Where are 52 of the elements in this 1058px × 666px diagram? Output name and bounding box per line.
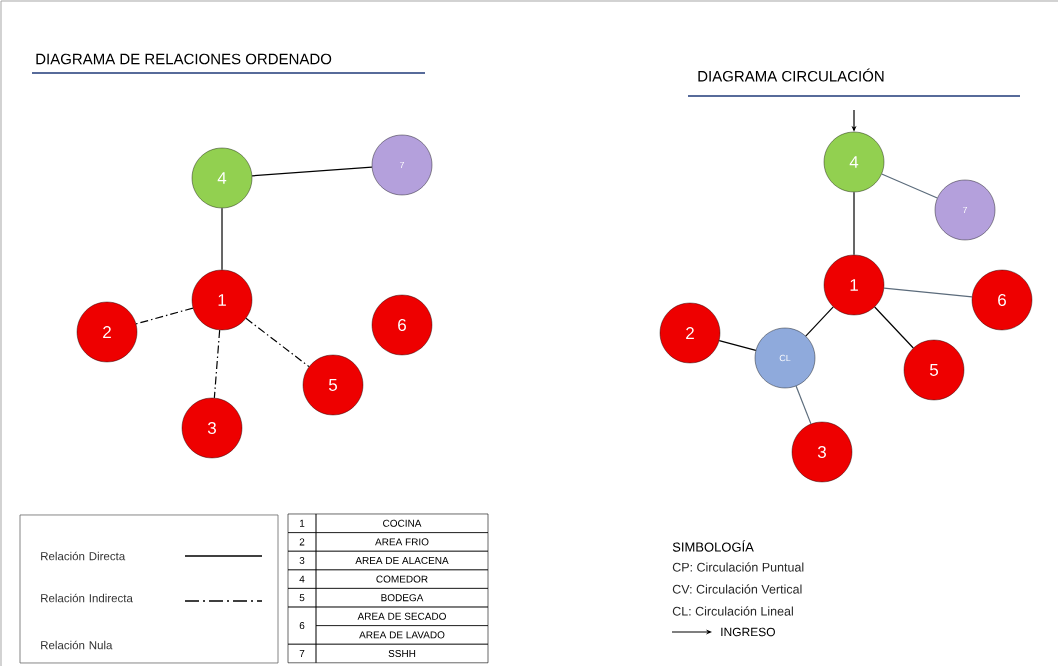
table-cell: BODEGA [315, 588, 489, 608]
table-cell: 1 [287, 513, 317, 533]
connector-line [135, 307, 194, 325]
connector-line [221, 207, 223, 271]
table-cell: 2 [287, 532, 317, 552]
circle-node: 3 [181, 397, 243, 459]
circle-node: 5 [903, 339, 965, 401]
connector-line [251, 166, 373, 177]
table-cell: COMEDOR [315, 569, 489, 589]
table-cell: AREA FRIO [315, 532, 489, 552]
circle-node: 5 [302, 354, 364, 416]
connector-line [718, 340, 757, 351]
table-cell: 4 [287, 569, 317, 589]
table-cell: COCINA [315, 513, 489, 533]
legend-entry: Relación Directa [41, 551, 263, 561]
legend-entry: INGRESO [671, 627, 775, 637]
connector-line [245, 317, 310, 368]
legend-entry: Relación Indirecta [41, 593, 263, 603]
table-cell: AREA DE LAVADO [315, 625, 489, 645]
circle-node: 3 [791, 421, 853, 483]
circle-node: 2 [76, 301, 138, 363]
symbol-note: CL: Circulación Lineal [672, 606, 793, 616]
circle-node: 4 [191, 147, 253, 209]
connector-line [213, 329, 221, 399]
table-cell: AREA DE SECADO [315, 606, 489, 626]
table-cell: 6 [287, 606, 317, 645]
circle-node: CL [754, 327, 816, 389]
circle-node: 4 [823, 131, 885, 193]
circle-node: 2 [659, 302, 721, 364]
table-cell: SSHH [315, 643, 489, 664]
circle-node: 1 [191, 269, 253, 331]
connector-line [805, 306, 834, 337]
table-cell: 3 [287, 550, 317, 571]
table-cell: 7 [287, 643, 317, 664]
connector-line [853, 191, 855, 256]
connector-line [881, 173, 938, 199]
circle-node: 7 [371, 134, 433, 196]
symbol-note: CP: Circulación Puntual [672, 562, 804, 572]
table-cell: AREA DE ALACENA [315, 550, 489, 571]
circle-node: 6 [371, 294, 433, 356]
circle-node: 7 [934, 179, 996, 241]
title: DIAGRAMA CIRCULACIÓN [698, 68, 884, 82]
connector-line [795, 385, 812, 425]
title: DIAGRAMA DE RELACIONES ORDENADO [36, 53, 332, 65]
table-cell: 5 [287, 588, 317, 608]
symbol-note: CV: Circulación Vertical [672, 584, 802, 594]
heading: SIMBOLOGÍA [672, 540, 754, 552]
circle-node: 1 [823, 254, 885, 316]
circle-node: 6 [971, 269, 1033, 331]
connector-line [874, 306, 914, 349]
connector-line [883, 287, 973, 298]
legend-entry: Relación Nula [41, 640, 113, 650]
